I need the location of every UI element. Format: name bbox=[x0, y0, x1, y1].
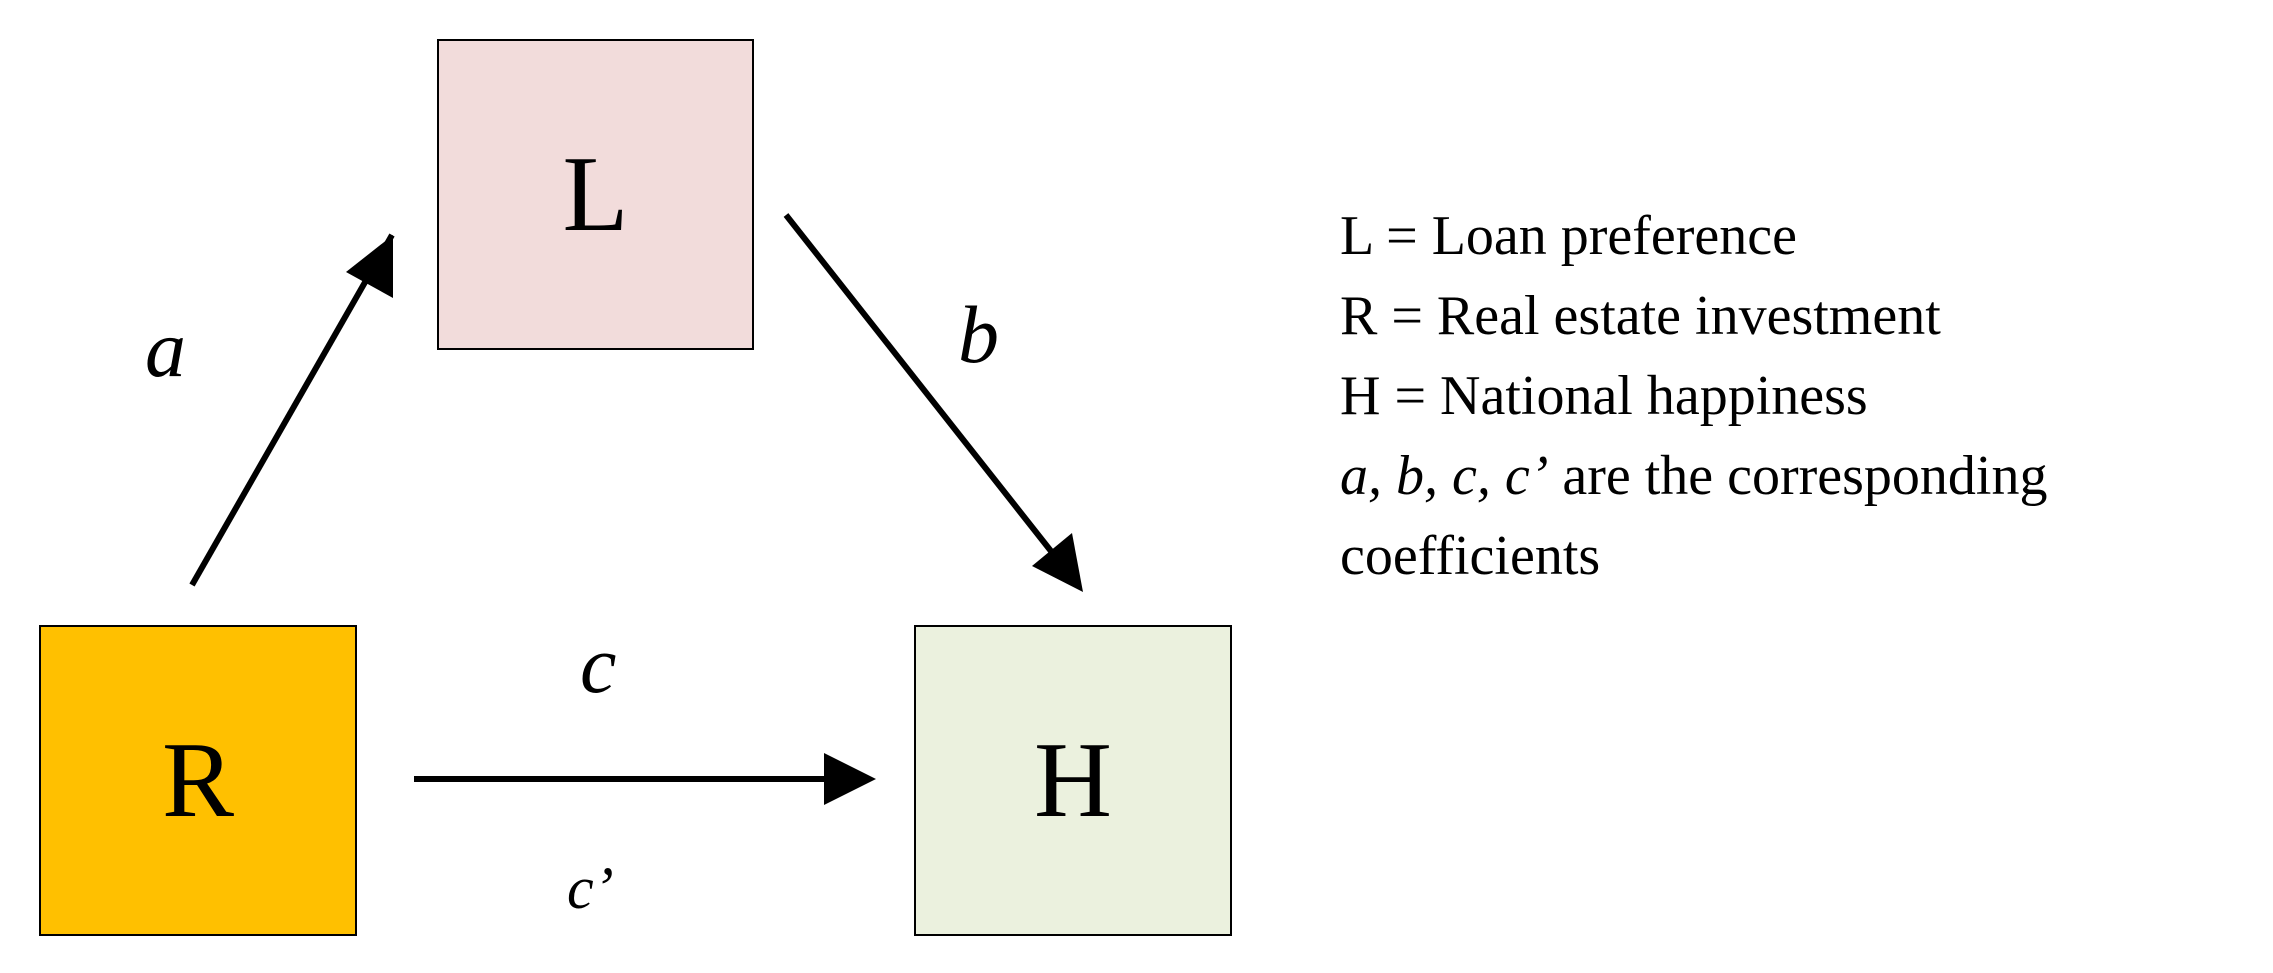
node-l-label: L bbox=[562, 134, 629, 254]
arrowhead-l-to-h bbox=[1032, 533, 1083, 592]
legend-line-l: L = Loan preference bbox=[1340, 205, 1797, 267]
arrow-r-to-l bbox=[189, 233, 395, 587]
node-r-label: R bbox=[161, 720, 235, 840]
legend-coefficient-text: are the corresponding bbox=[1548, 445, 2048, 507]
legend-coefficient-symbols: a, b, c, cʼ bbox=[1340, 445, 1549, 507]
legend: L = Loan preference R = Real estate inve… bbox=[1340, 196, 2048, 596]
coefficient-a-label: a bbox=[145, 303, 186, 394]
legend-line-h: H = National happiness bbox=[1340, 365, 1868, 427]
node-h-box: H bbox=[914, 625, 1232, 936]
coefficient-c-prime-label: cʼ bbox=[567, 855, 614, 921]
node-h-label: H bbox=[1034, 720, 1112, 840]
arrowhead-r-to-h bbox=[824, 753, 876, 805]
legend-line-coefficients-cont: coefficients bbox=[1340, 525, 1601, 587]
coefficient-b-label: b bbox=[958, 289, 999, 380]
coefficient-c-label: c bbox=[580, 619, 617, 710]
legend-line-coefficients: a, b, c, cʼ are the corresponding bbox=[1340, 436, 2048, 516]
node-r-box: R bbox=[39, 625, 357, 936]
arrow-l-to-h bbox=[783, 213, 1061, 562]
legend-line-r: R = Real estate investment bbox=[1340, 285, 1941, 347]
arrowhead-r-to-l bbox=[346, 235, 393, 298]
node-l-box: L bbox=[437, 39, 754, 350]
